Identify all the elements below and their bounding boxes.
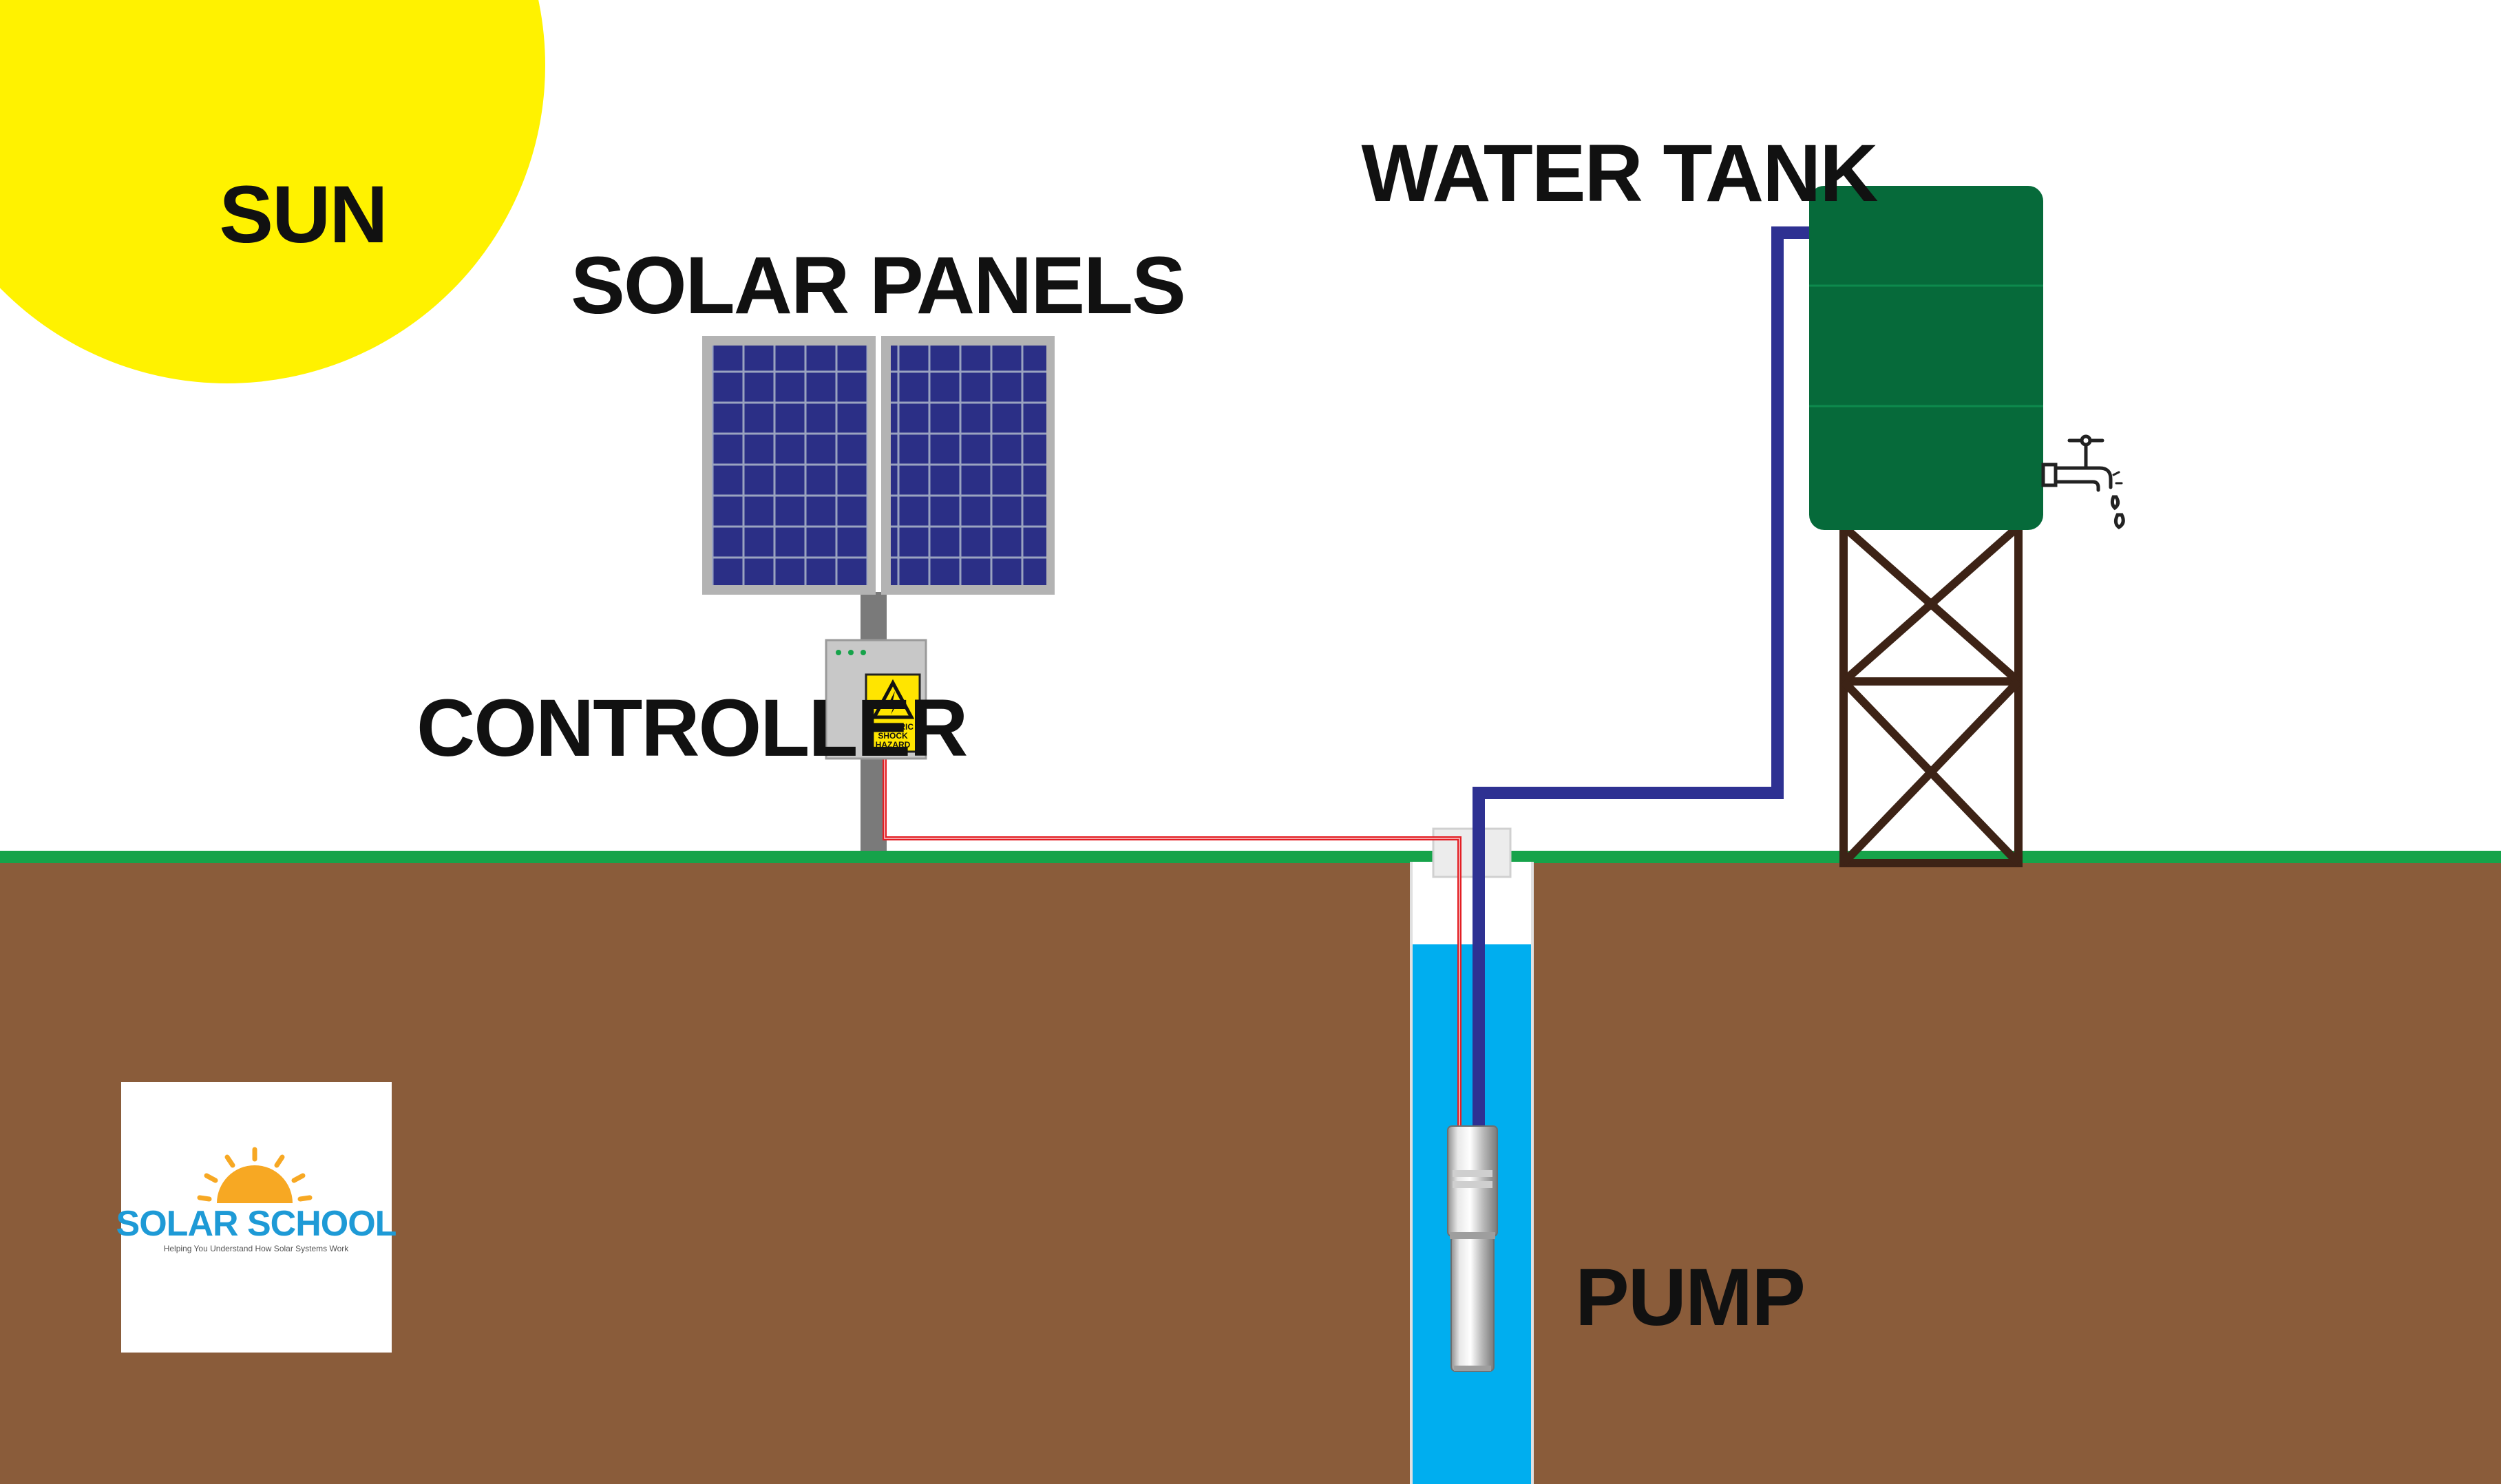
hazard-text-3: HAZARD bbox=[876, 740, 911, 750]
solar-school-logo: SOLAR SCHOOL Helping You Understand How … bbox=[116, 1082, 397, 1353]
water-pipe bbox=[1473, 226, 1809, 1126]
water-tank-label: WATER TANK bbox=[1361, 128, 1878, 219]
grass-line bbox=[0, 851, 2501, 863]
soil-ground bbox=[0, 862, 2501, 1484]
controller-box: ELECTRIC SHOCK HAZARD bbox=[825, 639, 927, 760]
pump-label: PUMP bbox=[1575, 1252, 1804, 1343]
hazard-text-2: SHOCK bbox=[878, 731, 908, 741]
submersible-pump bbox=[1447, 1125, 1498, 1372]
tap-icon bbox=[2041, 434, 2125, 530]
well-shaft bbox=[1410, 862, 1534, 1484]
logo-tagline: Helping You Understand How Solar Systems… bbox=[164, 1244, 350, 1253]
hazard-text-1: ELECTRIC bbox=[872, 722, 914, 732]
controller-label: CONTROLLER bbox=[416, 683, 967, 774]
sun-label: SUN bbox=[219, 169, 386, 260]
sun-icon bbox=[0, 0, 545, 383]
solar-panels-array bbox=[702, 336, 1055, 595]
sunrise-logo-icon bbox=[197, 1147, 313, 1203]
tank-tower bbox=[1839, 523, 2023, 867]
water-tank bbox=[1809, 186, 2043, 530]
solar-panels-label: SOLAR PANELS bbox=[571, 240, 1185, 331]
hazard-sign: ELECTRIC SHOCK HAZARD bbox=[865, 673, 921, 753]
well-cap bbox=[1432, 827, 1512, 878]
logo-title: SOLAR SCHOOL bbox=[116, 1204, 397, 1244]
